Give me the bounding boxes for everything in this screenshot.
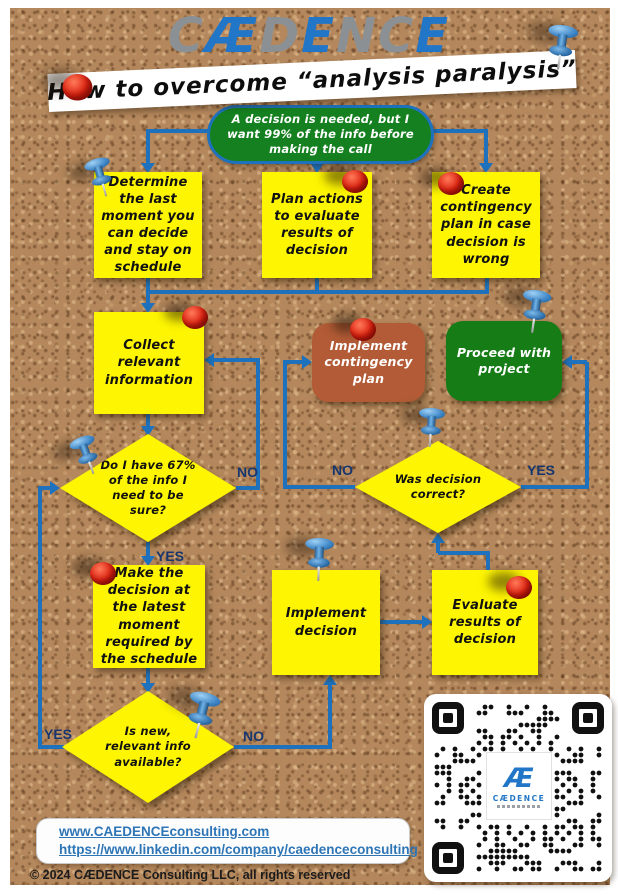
flow-line xyxy=(485,278,489,292)
flow-line xyxy=(146,414,150,427)
sticky-label: Evaluate results of decision xyxy=(449,597,521,648)
flow-arrowhead xyxy=(310,163,324,173)
flow-line xyxy=(236,486,260,490)
qr-logo-tagline xyxy=(497,804,541,808)
flow-line xyxy=(146,668,150,684)
label-yes: YES xyxy=(156,548,185,564)
flow-arrowhead xyxy=(479,163,493,173)
qr-dot-matrix xyxy=(434,704,602,872)
pushpin-blue-icon xyxy=(304,537,335,583)
pushpin-red-icon xyxy=(84,562,116,588)
sticky-implement-decision: Implement decision xyxy=(272,570,380,675)
flow-line xyxy=(283,362,287,489)
decision-label: Was decision correct? xyxy=(394,471,482,501)
flow-line xyxy=(521,485,589,489)
logo-letter: N xyxy=(335,8,379,64)
flow-line xyxy=(426,129,488,133)
logo-letter: D xyxy=(259,8,302,64)
flow-arrowhead xyxy=(302,355,312,369)
flow-line xyxy=(148,129,209,133)
decision-label: Do I have 67% of the info I need to be s… xyxy=(100,457,196,518)
flow-line xyxy=(328,685,332,747)
qr-logo-monogram: Æ xyxy=(504,762,534,794)
copyright-text: © 2024 CÆDENCE Consulting LLC, all right… xyxy=(30,868,351,882)
flow-line xyxy=(315,278,319,292)
logo-letter: Æ xyxy=(205,8,260,64)
flow-line xyxy=(572,360,587,364)
flow-line xyxy=(40,745,64,749)
pushpin-red-icon xyxy=(176,306,208,332)
qr-finder-icon xyxy=(432,842,464,874)
label-no: NO xyxy=(332,462,353,478)
decision-label: Is new, relevant info available? xyxy=(105,724,191,769)
flow-line xyxy=(146,290,489,294)
flow-arrowhead xyxy=(562,355,572,369)
sticky-label: Collect relevant information xyxy=(104,338,194,388)
flow-arrowhead xyxy=(50,481,60,495)
flow-line xyxy=(283,360,303,364)
logo-letter: C xyxy=(378,8,416,64)
flow-arrowhead xyxy=(141,683,155,693)
flow-arrowhead xyxy=(431,533,445,543)
qr-code: Æ CÆDENCE xyxy=(424,694,612,882)
sticky-label: Make the decision at the latest moment r… xyxy=(100,566,198,667)
flow-line xyxy=(484,129,488,164)
pushpin-red-icon xyxy=(432,172,464,198)
pushpin-red-icon xyxy=(56,74,93,104)
flow-arrowhead xyxy=(323,675,337,685)
flow-line xyxy=(380,620,424,624)
flow-arrowhead xyxy=(204,353,214,367)
box-label: Proceed with project xyxy=(456,344,552,377)
logo-letter: E xyxy=(301,8,336,64)
flow-line xyxy=(38,486,42,749)
flow-line xyxy=(146,542,150,557)
label-no: NO xyxy=(243,728,264,744)
sticky-plan-actions: Plan actions to evaluate results of deci… xyxy=(262,172,372,278)
logo-letter: C xyxy=(167,8,206,64)
pushpin-red-icon xyxy=(336,170,368,196)
pushpin-blue-icon xyxy=(518,288,553,336)
label-yes: YES xyxy=(527,462,556,478)
sticky-label: Determine the last moment you can decide… xyxy=(101,174,195,276)
linkedin-link[interactable]: https://www.linkedin.com/company/caedenc… xyxy=(59,842,418,857)
pushpin-red-icon xyxy=(344,318,376,344)
qr-finder-icon xyxy=(432,702,464,734)
flow-arrowhead xyxy=(141,556,155,566)
pushpin-blue-icon xyxy=(417,407,446,449)
flow-line xyxy=(436,543,440,553)
decision-67-percent: Do I have 67% of the info I need to be s… xyxy=(60,434,236,542)
flow-line xyxy=(234,745,332,749)
label-yes: YES xyxy=(44,726,73,742)
node-start-label: A decision is needed, but I want 99% of … xyxy=(227,111,414,157)
sticky-label: Create contingency plan in case decision… xyxy=(440,183,532,267)
brand-logo: CÆDENCE xyxy=(0,12,618,60)
flow-arrowhead xyxy=(422,615,432,629)
flow-line xyxy=(585,362,589,489)
flow-line xyxy=(486,553,490,570)
footer-links-card: www.CAEDENCEconsulting.com https://www.l… xyxy=(36,818,418,864)
box-label: Implement contingency plan xyxy=(324,337,413,386)
flow-arrowhead xyxy=(141,303,155,313)
sticky-create-contingency: Create contingency plan in case decision… xyxy=(432,172,540,278)
sticky-label: Implement decision xyxy=(285,606,367,639)
sticky-label: Plan actions to evaluate results of deci… xyxy=(270,191,363,259)
qr-center-logo: Æ CÆDENCE xyxy=(486,752,552,820)
flow-line xyxy=(256,358,260,490)
flow-line xyxy=(214,358,258,362)
node-start: A decision is needed, but I want 99% of … xyxy=(207,105,434,164)
decision-was-correct: Was decision correct? xyxy=(355,441,521,533)
qr-logo-caption: CÆDENCE xyxy=(492,793,546,803)
flow-line xyxy=(438,551,490,555)
pushpin-blue-icon xyxy=(543,23,580,73)
flow-arrowhead xyxy=(141,426,155,436)
qr-finder-icon xyxy=(572,702,604,734)
flow-line xyxy=(146,129,150,164)
pushpin-red-icon xyxy=(500,576,532,602)
website-link[interactable]: www.CAEDENCEconsulting.com xyxy=(59,823,270,839)
logo-letter: E xyxy=(415,8,451,64)
flow-line xyxy=(38,486,52,490)
flow-line xyxy=(285,485,355,489)
label-no: NO xyxy=(237,464,258,480)
flow-arrowhead xyxy=(141,163,155,173)
